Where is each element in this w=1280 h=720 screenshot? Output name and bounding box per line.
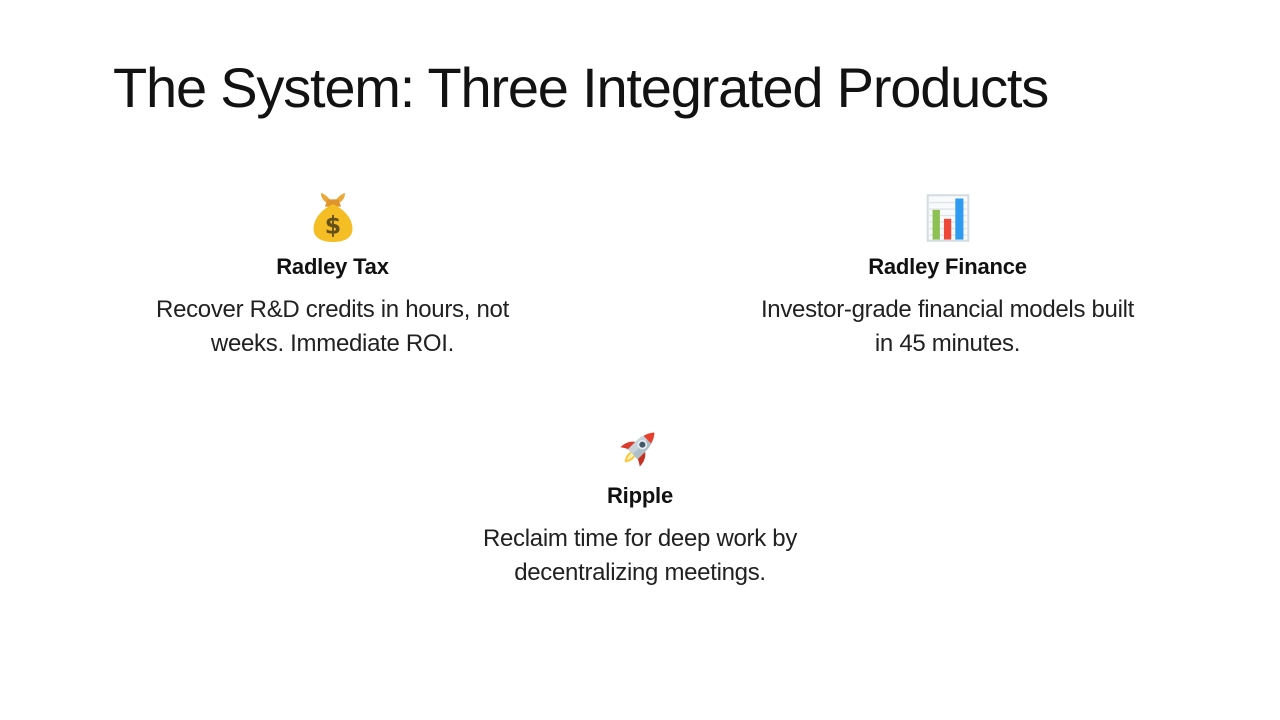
product-name: Ripple	[606, 482, 674, 508]
product-description: Recover R&D credits in hours, not weeks.…	[156, 295, 509, 357]
product-description: Investor-grade financial models built in…	[760, 295, 1135, 357]
bar-chart-icon	[926, 193, 969, 242]
product-card-radley-finance: Radley Finance Investor-grade financial …	[640, 192, 1255, 361]
product-card-radley-tax: $ Radley Tax Recover R&D credits in hour…	[25, 192, 640, 361]
product-name: Radley Finance	[868, 253, 1027, 279]
product-card-ripple: Ripple Reclaim time for deep work by dec…	[333, 421, 948, 590]
slide-title: The System: Three Integrated Products	[113, 56, 1049, 119]
rocket-icon	[620, 432, 655, 467]
product-description: Reclaim time for deep work by decentrali…	[482, 524, 798, 586]
money-bag-icon: $	[313, 192, 352, 242]
product-cards-grid: $ Radley Tax Recover R&D credits in hour…	[25, 192, 1255, 590]
svg-text:$: $	[324, 211, 340, 239]
product-name: Radley Tax	[276, 253, 389, 279]
